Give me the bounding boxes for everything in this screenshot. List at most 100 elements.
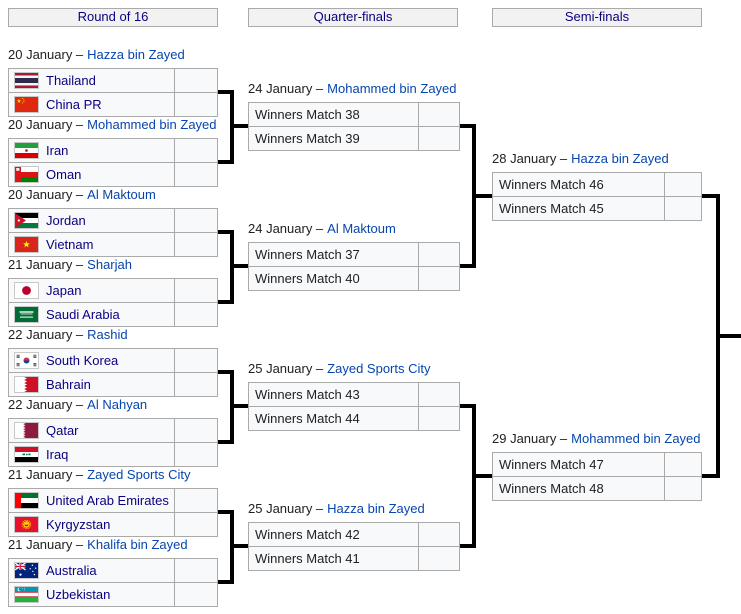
- flag-icon: [14, 212, 39, 229]
- venue-link[interactable]: Mohammed bin Zayed: [87, 117, 217, 132]
- venue-link[interactable]: Rashid: [87, 327, 128, 342]
- team-row: Iraq: [9, 442, 217, 466]
- match-table: Japan Saudi Arabia: [8, 278, 218, 327]
- match-date: 22 January –: [8, 327, 84, 342]
- match-label: 24 January –Mohammed bin Zayed: [248, 80, 460, 102]
- bracket-connector: [218, 160, 234, 164]
- team-row: Bahrain: [9, 372, 217, 396]
- team-link[interactable]: Uzbekistan: [46, 587, 111, 602]
- team-link[interactable]: Thailand: [46, 73, 96, 88]
- match-label: 29 January –Mohammed bin Zayed: [492, 430, 702, 452]
- flag-icon: [14, 492, 39, 509]
- team-row: South Korea: [9, 349, 217, 372]
- match-label: 28 January –Hazza bin Zayed: [492, 150, 702, 172]
- winners-label: Winners Match 48: [499, 481, 604, 496]
- match-date: 28 January –: [492, 151, 568, 166]
- score-cell: [418, 407, 459, 430]
- flag-icon: [14, 446, 39, 463]
- team-link[interactable]: Oman: [46, 167, 82, 182]
- match-table: Winners Match 38 Winners Match 39: [248, 102, 460, 151]
- match-label: 22 January –Al Nahyan: [8, 396, 218, 418]
- bracket-connector: [472, 474, 492, 478]
- team-link[interactable]: South Korea: [46, 353, 119, 368]
- team-link[interactable]: Kyrgyzstan: [46, 517, 111, 532]
- team-link[interactable]: Australia: [46, 563, 97, 578]
- team-link[interactable]: Saudi Arabia: [46, 307, 120, 322]
- match-date: 29 January –: [492, 431, 568, 446]
- venue-link[interactable]: Al Nahyan: [87, 397, 148, 412]
- team-row: Winners Match 37: [249, 243, 459, 266]
- r16-match-1: 20 January –Hazza bin Zayed Thailand Chi…: [8, 46, 218, 117]
- team-link[interactable]: Iran: [46, 143, 69, 158]
- column-header-quarter-finals: Quarter-finals: [248, 8, 458, 27]
- team-link[interactable]: Qatar: [46, 423, 79, 438]
- winners-label: Winners Match 38: [255, 107, 360, 122]
- team-link[interactable]: Iraq: [46, 447, 69, 462]
- venue-link[interactable]: Khalifa bin Zayed: [87, 537, 188, 552]
- score-cell: [664, 477, 701, 500]
- team-row: Iran: [9, 139, 217, 162]
- bracket-connector: [460, 264, 476, 268]
- bracket-connector: [218, 580, 234, 584]
- score-cell: [174, 279, 217, 302]
- match-table: South Korea Bahrain: [8, 348, 218, 397]
- bracket-connector: [460, 544, 476, 548]
- winners-label: Winners Match 46: [499, 177, 604, 192]
- winners-label: Winners Match 44: [255, 411, 360, 426]
- venue-link[interactable]: Hazza bin Zayed: [571, 151, 669, 166]
- team-row: Winners Match 39: [249, 126, 459, 150]
- match-table: United Arab Emirates Kyrgyzstan: [8, 488, 218, 537]
- match-label: 22 January –Rashid: [8, 326, 218, 348]
- flag-icon: [14, 376, 39, 393]
- team-row: Winners Match 42: [249, 523, 459, 546]
- team-link[interactable]: United Arab Emirates: [46, 493, 169, 508]
- team-link[interactable]: Jordan: [46, 213, 86, 228]
- match-label: 21 January –Zayed Sports City: [8, 466, 218, 488]
- venue-link[interactable]: Zayed Sports City: [327, 361, 431, 376]
- team-row: Winners Match 44: [249, 406, 459, 430]
- score-cell: [174, 513, 217, 536]
- score-cell: [174, 349, 217, 372]
- team-link[interactable]: Japan: [46, 283, 82, 298]
- qf-match-2: 24 January –Al Maktoum Winners Match 37 …: [248, 220, 460, 291]
- team-link[interactable]: Vietnam: [46, 237, 94, 252]
- venue-link[interactable]: Sharjah: [87, 257, 132, 272]
- venue-link[interactable]: Mohammed bin Zayed: [571, 431, 701, 446]
- score-cell: [174, 139, 217, 162]
- match-date: 22 January –: [8, 397, 84, 412]
- team-row: Winners Match 46: [493, 173, 701, 196]
- venue-link[interactable]: Al Maktoum: [87, 187, 156, 202]
- match-label: 21 January –Khalifa bin Zayed: [8, 536, 218, 558]
- bracket-connector: [702, 194, 720, 198]
- team-link[interactable]: China PR: [46, 97, 102, 112]
- score-cell: [174, 443, 217, 466]
- r16-match-5: 22 January –Rashid South Korea Bahrain: [8, 326, 218, 397]
- winners-label: Winners Match 37: [255, 247, 360, 262]
- venue-link[interactable]: Hazza bin Zayed: [327, 501, 425, 516]
- venue-link[interactable]: Al Maktoum: [327, 221, 396, 236]
- score-cell: [664, 173, 701, 196]
- match-date: 20 January –: [8, 187, 84, 202]
- venue-link[interactable]: Mohammed bin Zayed: [327, 81, 457, 96]
- score-cell: [174, 163, 217, 186]
- venue-link[interactable]: Zayed Sports City: [87, 467, 191, 482]
- venue-link[interactable]: Hazza bin Zayed: [87, 47, 185, 62]
- flag-icon: [14, 422, 39, 439]
- r16-match-3: 20 January –Al Maktoum Jordan Vietnam: [8, 186, 218, 257]
- match-label: 25 January –Hazza bin Zayed: [248, 500, 460, 522]
- score-cell: [174, 233, 217, 256]
- r16-match-7: 21 January –Zayed Sports City United Ara…: [8, 466, 218, 537]
- team-link[interactable]: Bahrain: [46, 377, 91, 392]
- score-cell: [418, 383, 459, 406]
- team-row: Winners Match 47: [493, 453, 701, 476]
- bracket-connector: [716, 334, 741, 338]
- flag-icon: [14, 586, 39, 603]
- bracket-connector: [218, 370, 234, 374]
- match-date: 20 January –: [8, 47, 84, 62]
- flag-icon: [14, 516, 39, 533]
- winners-label: Winners Match 41: [255, 551, 360, 566]
- qf-match-3: 25 January –Zayed Sports City Winners Ma…: [248, 360, 460, 431]
- team-row: Thailand: [9, 69, 217, 92]
- match-table: Winners Match 42 Winners Match 41: [248, 522, 460, 571]
